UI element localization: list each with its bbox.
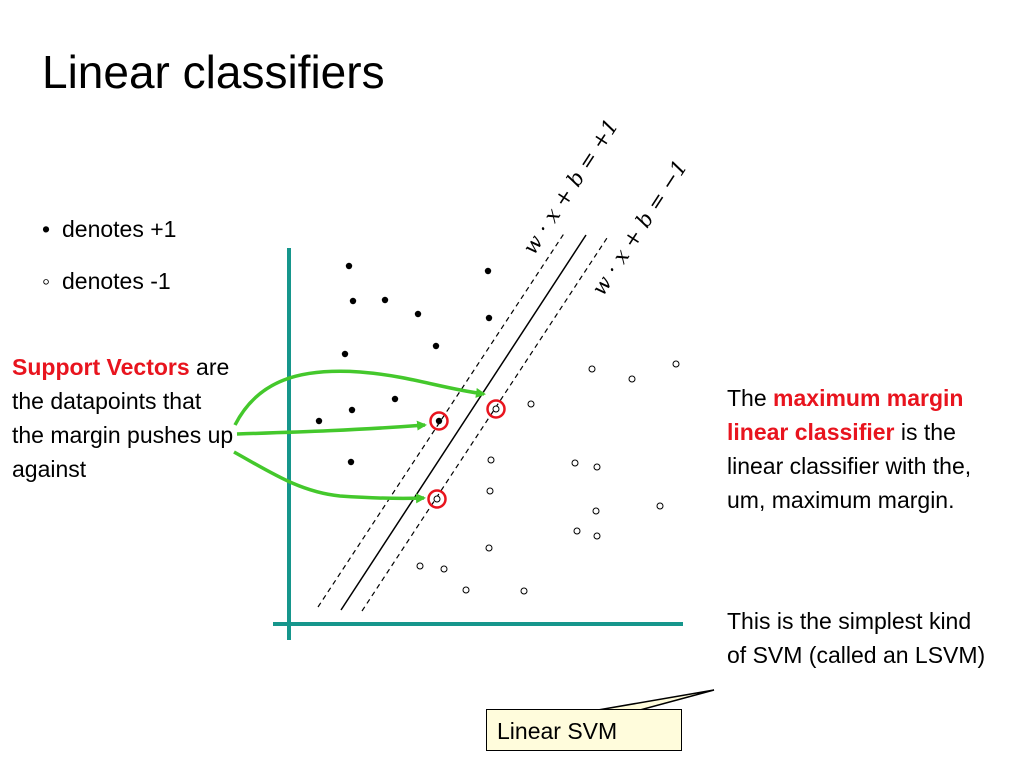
negative-point [492, 405, 500, 413]
negative-point [592, 507, 600, 515]
negative-point [433, 495, 441, 503]
positive-point [391, 395, 399, 403]
negative-point [462, 586, 470, 594]
negative-points [416, 360, 680, 595]
arrow-to-bottom-sv [233, 450, 426, 504]
negative-point [593, 463, 601, 471]
slide-title: Linear classifiers [42, 46, 385, 98]
margin-line-lower [361, 237, 608, 612]
positive-point [435, 417, 443, 425]
max-margin-text: The maximum margin linear classifier is … [727, 381, 989, 517]
support-vector-ring [427, 489, 447, 509]
support-vector-ring [429, 411, 449, 431]
negative-point [571, 459, 579, 467]
legend-negative: ◦ denotes -1 [42, 267, 171, 295]
legend-positive-label: denotes +1 [62, 216, 177, 242]
arrow-to-middle-sv [236, 420, 427, 436]
equation-upper: w · x + b = +1 [518, 115, 623, 259]
callout-pointer [597, 689, 715, 711]
positive-point [381, 296, 389, 304]
decision-boundary [340, 234, 587, 611]
negative-point [593, 532, 601, 540]
legend-negative-label: denotes -1 [62, 268, 171, 294]
margin-line-upper [317, 231, 566, 608]
negative-point [527, 400, 535, 408]
support-vectors-term: Support Vectors [12, 354, 190, 380]
negative-point [486, 487, 494, 495]
support-vector-ring [486, 399, 506, 419]
negative-point [672, 360, 680, 368]
support-vectors-text: Support Vectors are the datapoints that … [12, 350, 234, 486]
positive-point [349, 297, 357, 305]
negative-point [628, 375, 636, 383]
equation-lower: w · x + b = −1 [587, 156, 692, 300]
linear-svm-callout: Linear SVM [486, 709, 682, 751]
support-vectors-description: are the datapoints that the margin pushe… [12, 354, 234, 482]
support-vector-highlights [427, 399, 506, 509]
positive-point [345, 262, 353, 270]
arrow-to-top-sv [233, 369, 486, 426]
max-margin-pre: The [727, 385, 774, 411]
positive-point [484, 267, 492, 275]
positive-point [341, 350, 349, 358]
positive-point [485, 314, 493, 322]
negative-point [440, 565, 448, 573]
negative-point [487, 456, 495, 464]
simplest-svm-text: This is the simplest kind of SVM (called… [727, 608, 986, 668]
positive-bullet-icon: • [42, 216, 51, 242]
negative-point [656, 502, 664, 510]
positive-point [315, 417, 323, 425]
negative-point [416, 562, 424, 570]
negative-point [485, 544, 493, 552]
positive-point [432, 342, 440, 350]
negative-point [588, 365, 596, 373]
negative-point [520, 587, 528, 595]
max-margin-post: is the linear classifier with the, um, m… [727, 419, 972, 513]
legend-positive: • denotes +1 [42, 215, 176, 243]
max-margin-term: maximum margin linear classifier [727, 385, 964, 445]
negative-point [573, 527, 581, 535]
positive-point [347, 458, 355, 466]
negative-bullet-icon: ◦ [42, 268, 51, 294]
positive-point [348, 406, 356, 414]
positive-point [414, 310, 422, 318]
positive-points [315, 262, 493, 466]
